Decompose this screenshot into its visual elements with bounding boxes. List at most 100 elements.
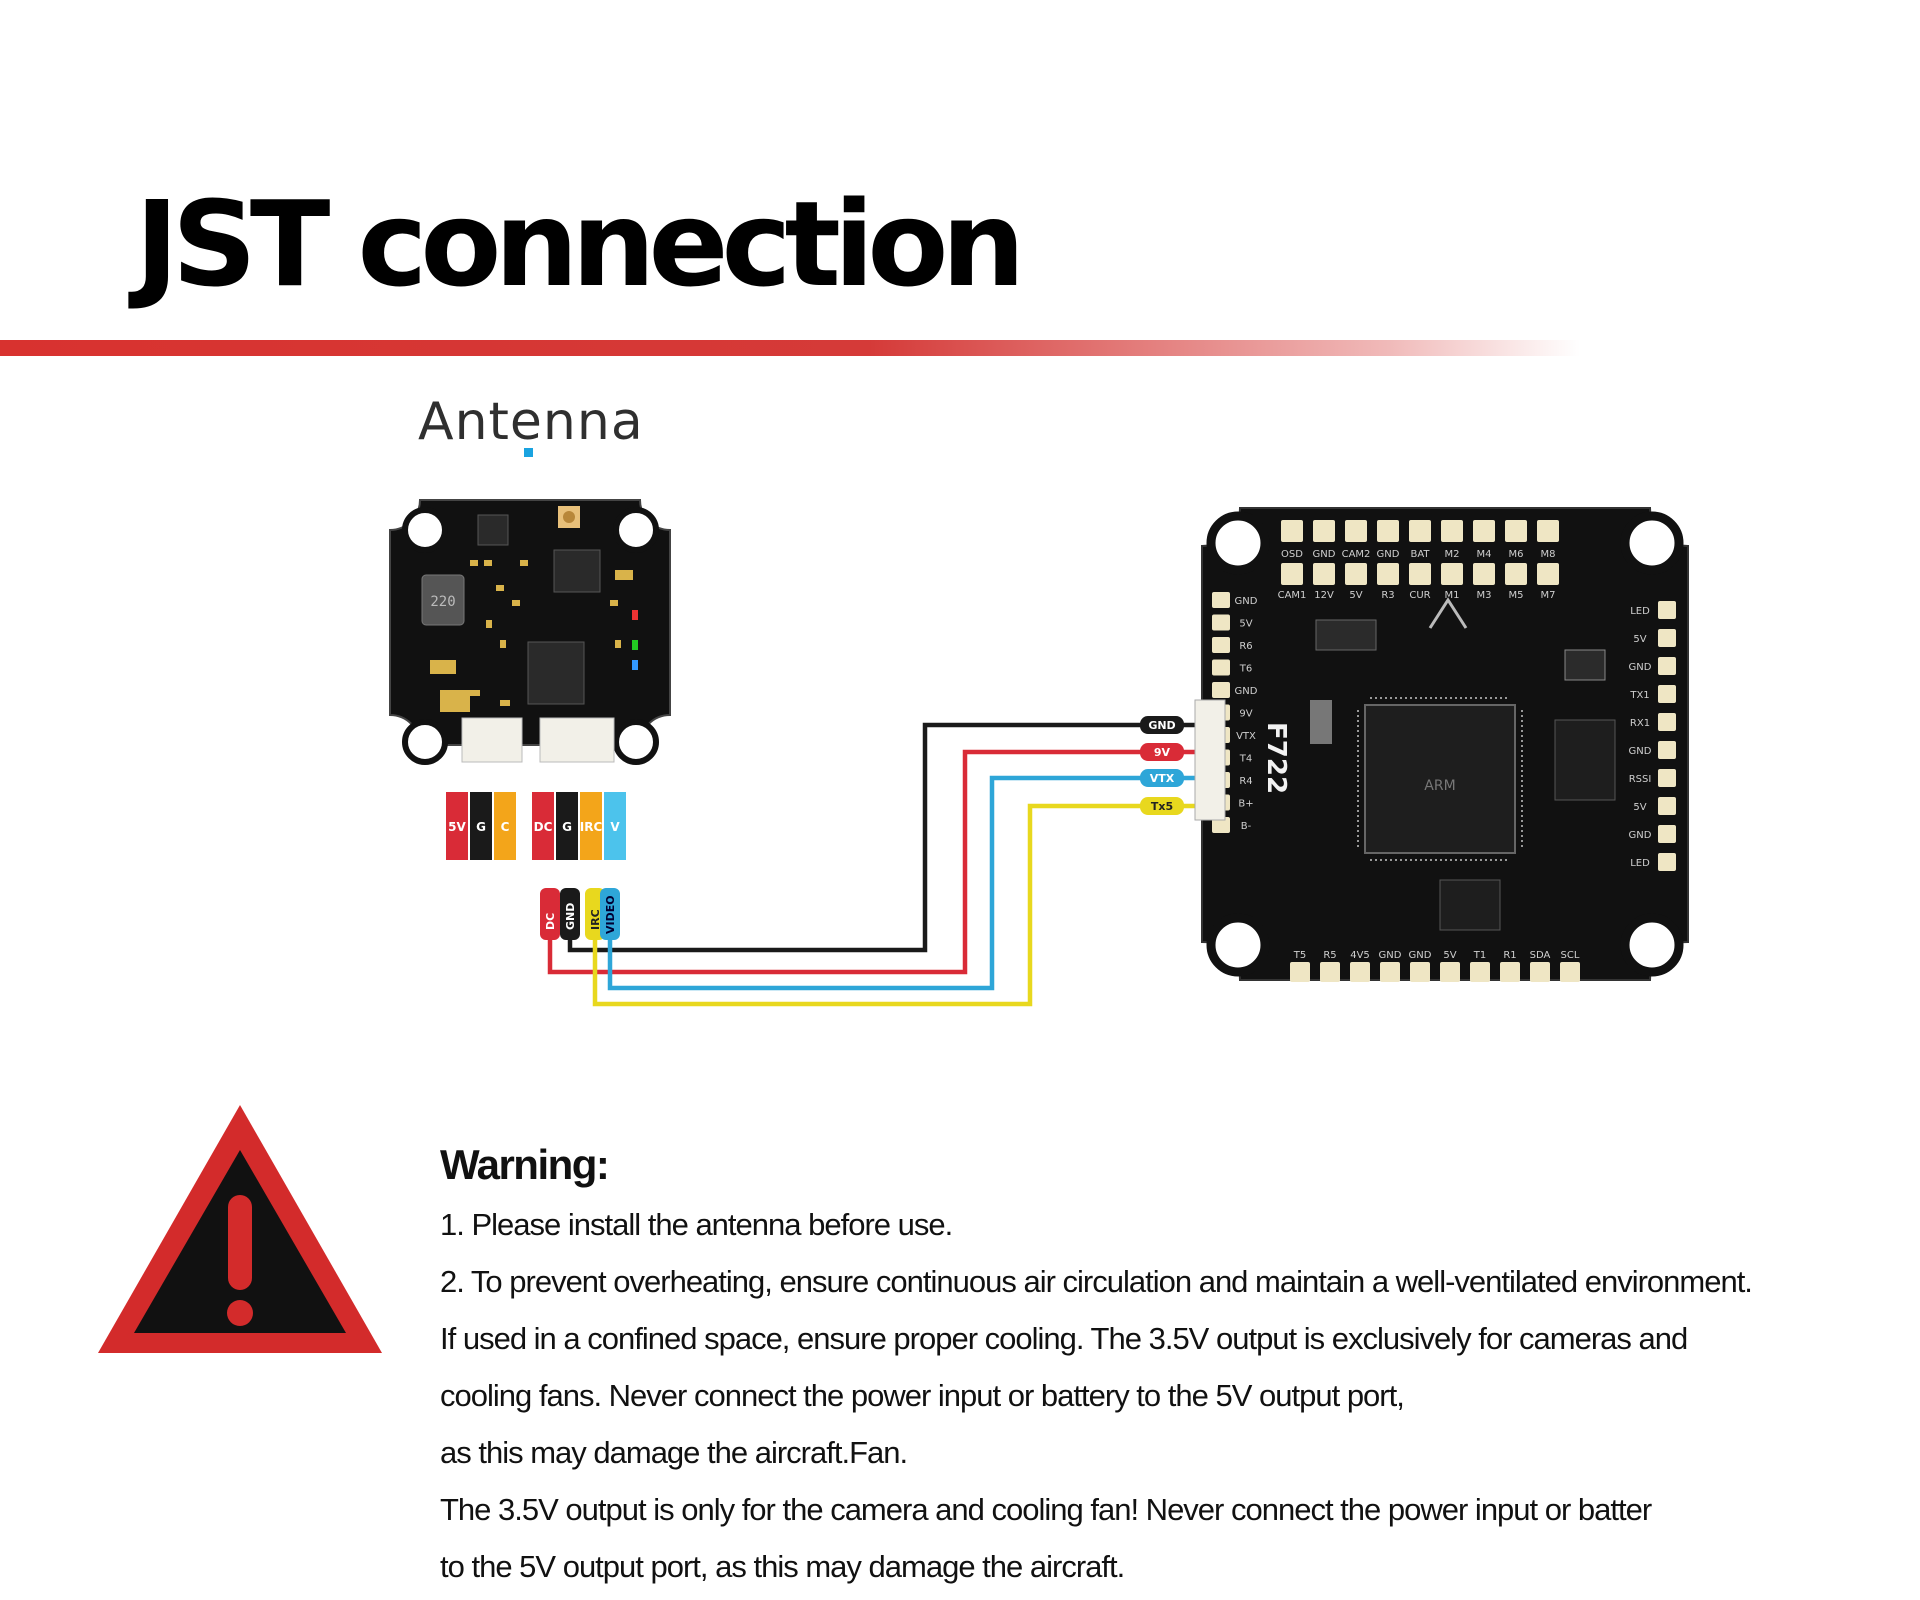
- plug-label: DC: [544, 913, 557, 930]
- fc-solder-pad: [1530, 962, 1550, 982]
- fc-pad-label: OSD: [1281, 549, 1303, 560]
- fc-pad-label: GND: [1629, 662, 1652, 673]
- vtx-pin-label: 5V: [448, 820, 466, 834]
- fc-pad-label: RSSI: [1629, 774, 1652, 785]
- fc-pad-label: M7: [1541, 590, 1556, 601]
- fc-solder-pad: [1441, 563, 1463, 585]
- fc-solder-pad: [1537, 563, 1559, 585]
- fc-solder-pad: [1281, 563, 1303, 585]
- vtx-mount-hole: [613, 507, 659, 553]
- wire-plugs: DC GND IRC VIDEO: [540, 888, 620, 940]
- fc-solder-pad: [1658, 797, 1676, 815]
- fc-pad-label: M8: [1541, 549, 1556, 560]
- fc-pad-label: LED: [1630, 858, 1650, 869]
- fc-pad-label: T5: [1293, 950, 1306, 961]
- warning-line: 2. To prevent overheating, ensure contin…: [440, 1264, 1753, 1299]
- fc-pad-label: GND: [1235, 596, 1258, 607]
- fc-solder-pad: [1212, 659, 1230, 676]
- fc-pad-label: GND: [1235, 686, 1258, 697]
- warning-line: to the 5V output port, as this may damag…: [440, 1549, 1125, 1584]
- vtx-jst-socket: [461, 717, 523, 763]
- fc-pad-label: M5: [1509, 590, 1524, 601]
- fc-solder-pad: [1658, 825, 1676, 843]
- fc-solder-pad: [1658, 685, 1676, 703]
- fc-pad-label: B-: [1241, 821, 1252, 832]
- warning-line: The 3.5V output is only for the camera a…: [440, 1492, 1652, 1527]
- vtx-pin-label: DC: [534, 820, 553, 834]
- fc-solder-pad: [1212, 637, 1230, 653]
- wire-tag: [1140, 716, 1184, 734]
- fc-solder-pad: [1658, 741, 1676, 759]
- fc-pad-label: 5V: [1633, 634, 1646, 645]
- fc-pad-label: LED: [1630, 606, 1650, 617]
- fc-pad-label: SCL: [1561, 950, 1580, 961]
- warning-line: 1. Please install the antenna before use…: [440, 1207, 953, 1242]
- fc-pad-label: R4: [1239, 776, 1252, 787]
- fc-mcu-chip: [1364, 704, 1516, 854]
- fc-solder-pad: [1313, 520, 1335, 542]
- warning-line: as this may damage the aircraft.Fan.: [440, 1435, 908, 1470]
- fc-solder-pad: [1473, 563, 1495, 585]
- wire-plug: [600, 888, 620, 940]
- fc-solder-pad: [1505, 520, 1527, 542]
- vtx-mount-hole: [402, 507, 448, 553]
- inductor-label: 220: [430, 594, 455, 610]
- fc-solder-pad: [1380, 962, 1400, 982]
- warning-line: If used in a confined space, ensure prop…: [440, 1321, 1688, 1356]
- fc-solder-pad: [1658, 769, 1676, 787]
- wire-vtx: [607, 775, 1195, 991]
- fc-solder-pad: [1290, 962, 1310, 982]
- wire-tag-label: VTX: [1150, 772, 1175, 785]
- fc-pad-label: R6: [1239, 641, 1252, 652]
- title-underline: [0, 340, 1580, 356]
- fc-chip-label: F722: [1261, 722, 1291, 794]
- wire-gnd: [567, 722, 1195, 953]
- fc-solder-pad: [1377, 563, 1399, 585]
- fc-solder-pad: [1377, 520, 1399, 542]
- fc-pad-label: R5: [1323, 950, 1336, 961]
- wire-tag-label: GND: [1148, 719, 1175, 732]
- plug-label: GND: [564, 903, 577, 930]
- wire-tags: GND 9V VTX Tx5: [1140, 716, 1184, 815]
- fc-mount-hole: [1620, 913, 1684, 977]
- fc-solder-pad: [1409, 520, 1431, 542]
- fc-mount-hole: [1206, 913, 1270, 977]
- fc-pad-label: R3: [1381, 590, 1394, 601]
- fc-pad-label: M4: [1477, 549, 1492, 560]
- fc-solder-pad: [1281, 520, 1303, 542]
- fc-solder-pad: [1473, 520, 1495, 542]
- fc-pad-label: 5V: [1349, 590, 1362, 601]
- fc-pad-label: T6: [1239, 664, 1252, 675]
- wire-tag: [1140, 743, 1184, 761]
- wire-tag: [1140, 797, 1184, 815]
- fc-pad-label: GND: [1629, 746, 1652, 757]
- fc-pad-label: 5V: [1443, 950, 1456, 961]
- fc-mount-hole: [1206, 511, 1270, 575]
- fc-pad-label: GND: [1313, 549, 1336, 560]
- wire-tag: [1140, 769, 1184, 787]
- vtx-pin-label: G: [562, 820, 572, 834]
- vtx-pin-label: G: [476, 820, 486, 834]
- warning-title: Warning:: [440, 1141, 610, 1188]
- fc-pad-label: 5V: [1633, 802, 1646, 813]
- vtx-pin-label: C: [501, 820, 510, 834]
- plug-label: IRC: [589, 909, 602, 930]
- vtx-chip-main: [527, 641, 585, 705]
- fc-solder-pad: [1410, 962, 1430, 982]
- fc-pad-label: CAM2: [1342, 549, 1371, 560]
- svg-text:ARM: ARM: [1424, 778, 1455, 794]
- fc-pad-label: M2: [1445, 549, 1460, 560]
- vtx-pin-label: V: [610, 820, 620, 834]
- vtx-pin-labels: 5V G C DC G IRC V: [446, 792, 626, 860]
- fc-pad-label: 5V: [1239, 619, 1252, 630]
- warning-section: Warning: 1. Please install the antenna b…: [440, 1140, 1910, 1595]
- page-title: JST connection: [135, 175, 1025, 313]
- fc-pad-label: GND: [1377, 549, 1400, 560]
- fc-solder-pad: [1350, 962, 1370, 982]
- fc-jst-socket: [1194, 699, 1226, 821]
- fc-pad-label: 4V5: [1350, 950, 1370, 961]
- fc-pad-label: GND: [1379, 950, 1402, 961]
- wire-power: [547, 749, 1195, 975]
- fc-solder-pad: [1212, 592, 1230, 608]
